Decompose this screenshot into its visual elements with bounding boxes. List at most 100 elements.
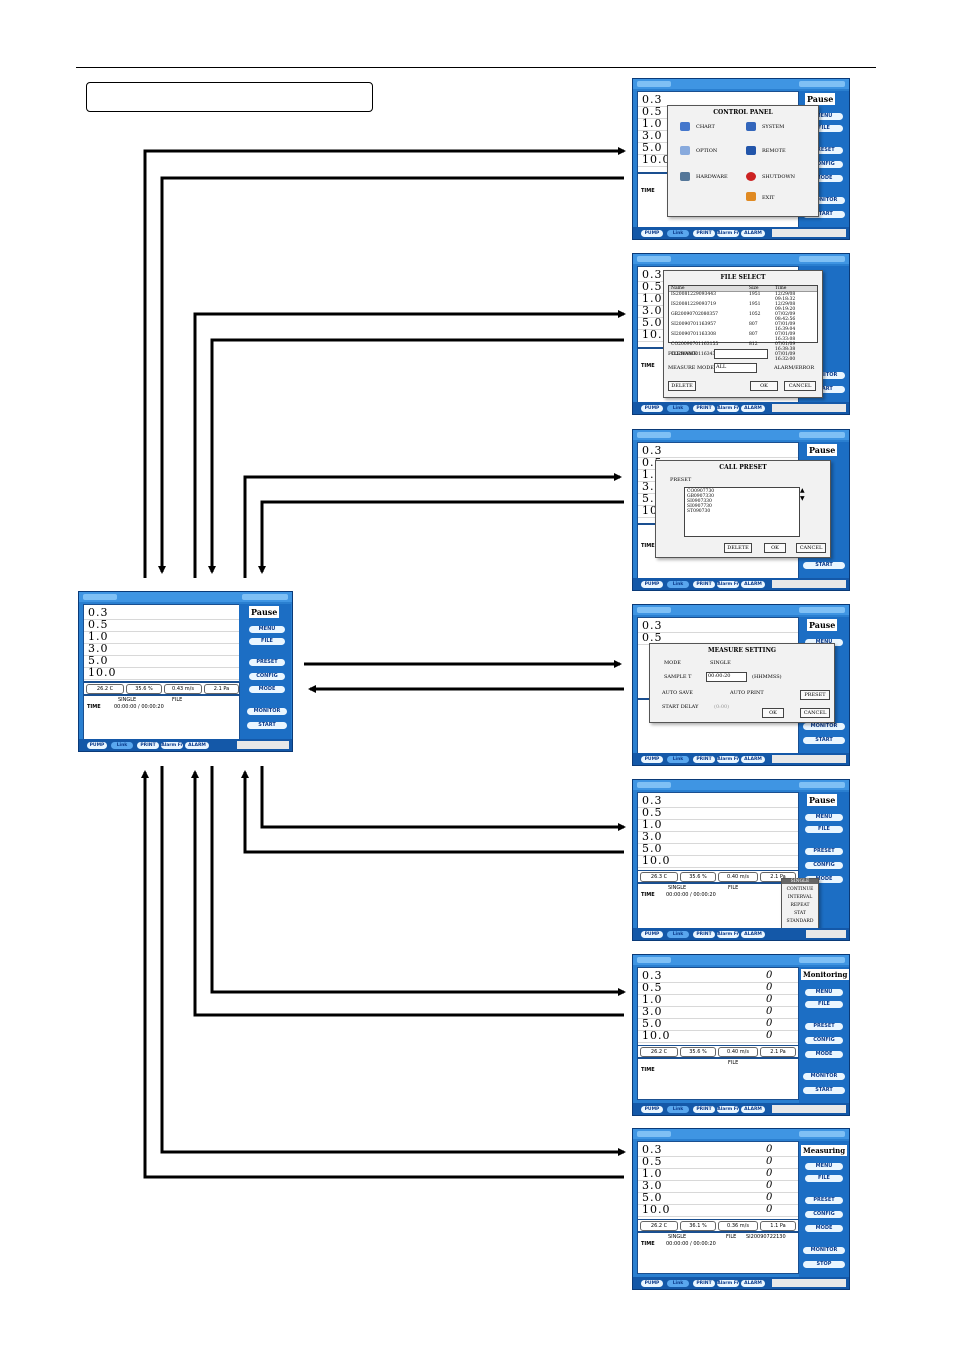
chart-icon[interactable]	[680, 122, 690, 131]
screen-mode-dropdown: 0.3 0.5 1.0 3.0 5.0 10.0 Pause MENU FILE…	[632, 779, 850, 941]
config-button[interactable]: CONFIG	[249, 673, 285, 680]
top-rule	[76, 67, 876, 68]
screen-control-panel: 0.3 0.5 1.0 3.0 5.0 10.0 Pause MENU FILE…	[632, 78, 850, 240]
arrow-to-monitoring	[210, 766, 626, 996]
alarm-error-checkbox[interactable]: ALARM/ERROR	[774, 365, 815, 371]
mode-option[interactable]: CONTINUE	[786, 887, 814, 892]
temperature-readout: 26.2 C	[86, 684, 124, 694]
system-tray	[237, 741, 289, 749]
menu-button[interactable]: MENU	[249, 626, 285, 633]
measure-setting-dialog: MEASURE SETTING MODE SINGLE SAMPLE T 00:…	[649, 643, 835, 723]
arrow-from-mode-dropdown	[241, 770, 624, 854]
shutdown-icon[interactable]	[746, 172, 756, 181]
arrow-from-control-panel	[158, 176, 624, 574]
arrow-from-call-preset	[258, 500, 624, 574]
size-row: 10.0	[84, 667, 239, 680]
log-panel: SINGLE FILE TIME 00:00:00 / 00:00:20	[83, 695, 240, 741]
tab-alarm-fr[interactable]: Alarm Fr	[161, 742, 183, 749]
size-row: 0.3	[84, 607, 239, 620]
size-row: 1.0	[84, 631, 239, 644]
arrow-to-call-preset	[243, 473, 622, 578]
preset-item[interactable]: CO0907730	[687, 489, 715, 494]
start-button[interactable]: START	[247, 722, 287, 729]
size-row: 3.0	[84, 643, 239, 656]
option-icon[interactable]	[680, 146, 690, 155]
control-panel-dialog: CONTROL PANEL CHART SYSTEM OPTION REMOTE…	[667, 105, 819, 217]
mode-option[interactable]: SINGLE	[782, 879, 818, 884]
preset-item[interactable]: SI0907330	[687, 499, 712, 504]
cancel-button[interactable]: CANCEL	[784, 381, 816, 391]
monitor-button[interactable]: MONITOR	[247, 708, 287, 715]
cancel-button[interactable]: CANCEL	[796, 543, 826, 553]
call-preset-dialog: CALL PRESET PRESET CO0907730 GB0907330 S…	[655, 460, 831, 558]
tab-alarm[interactable]: ALARM	[185, 742, 209, 749]
file-select-dialog: FILE SELECT Name Size Time IS20081229093…	[663, 270, 823, 398]
preset-list[interactable]: CO0907730 GB0907330 SI0907330 SI0907730 …	[684, 487, 800, 537]
dialog-title: CONTROL PANEL	[713, 109, 773, 116]
ok-button[interactable]: OK	[762, 708, 784, 718]
remote-icon[interactable]	[746, 146, 756, 155]
tab-print[interactable]: PRINT	[137, 742, 159, 749]
mode-option[interactable]: REPEAT	[790, 903, 810, 908]
exit-icon[interactable]	[746, 192, 756, 201]
preset-item[interactable]: ST090730	[687, 509, 711, 514]
scroll-up-icon[interactable]: ▲	[800, 487, 805, 494]
screen-call-preset: 0.3 0.5 1.0 3.0 5.0 10.0 Pause START TIM…	[632, 429, 850, 591]
scroll-down-icon[interactable]: ▼	[800, 495, 805, 502]
ok-button[interactable]: OK	[764, 543, 786, 553]
preset-button[interactable]: PRESET	[800, 690, 830, 700]
arrow-to-control-panel	[143, 147, 626, 578]
size-row: 5.0	[84, 655, 239, 668]
size-table: 0.3 0.5 1.0 3.0 5.0 10.0	[83, 604, 240, 682]
sample-time-input[interactable]: 00:00:20	[706, 672, 747, 682]
arrow-to-mode-dropdown	[260, 766, 626, 831]
tab-pump[interactable]: PUMP	[87, 742, 107, 749]
measure-mode-select[interactable]: ALL	[714, 363, 757, 373]
caption-box	[86, 82, 373, 112]
auto-print-checkbox[interactable]: AUTO PRINT	[730, 690, 764, 696]
cancel-button[interactable]: CANCEL	[800, 708, 830, 718]
main-screen: 0.3 0.5 1.0 3.0 5.0 10.0 Pause MENU FILE…	[78, 591, 293, 752]
ok-button[interactable]: OK	[750, 381, 778, 391]
screen-measure-setting: 0.3 0.5 Pause MENU MONITOR START MEASURE…	[632, 604, 850, 766]
preset-button[interactable]: PRESET	[249, 659, 285, 666]
flow-readout: 0.43 m/s	[164, 684, 202, 694]
hardware-icon[interactable]	[680, 172, 690, 181]
state-label: Pause	[249, 606, 280, 618]
arrow-from-monitoring	[191, 770, 624, 1017]
humidity-readout: 35.6 %	[126, 684, 162, 694]
mode-option[interactable]: INTERVAL	[787, 895, 813, 900]
file-button[interactable]: FILE	[249, 638, 285, 645]
system-icon[interactable]	[746, 122, 756, 131]
preset-item[interactable]: GB0907330	[687, 494, 714, 499]
arrow-to-measuring	[160, 766, 626, 1156]
arrow-from-measuring	[141, 770, 624, 1179]
filename-input[interactable]	[714, 349, 768, 359]
mode-option[interactable]: STANDARD	[786, 919, 814, 924]
mode-option[interactable]: STAT	[794, 911, 806, 916]
preset-item[interactable]: SI0907730	[687, 504, 712, 509]
delete-button[interactable]: DELETE	[668, 381, 696, 391]
size-row: 0.5	[84, 619, 239, 632]
pressure-readout: 2.1 Pa	[204, 684, 239, 694]
mode-button[interactable]: MODE	[249, 686, 285, 693]
start-delay-checkbox[interactable]: START DELAY	[662, 704, 699, 710]
tab-link[interactable]: Link	[111, 742, 133, 749]
arrow-to-file-select	[193, 310, 626, 578]
arrow-from-file-select	[208, 338, 624, 574]
auto-save-checkbox[interactable]: AUTO SAVE	[662, 690, 693, 696]
delete-button[interactable]: DELETE	[724, 543, 752, 553]
screen-file-select: 0.3 0.5 1.0 3.0 5.0 10.0 TIME MONITOR ST…	[632, 253, 850, 415]
